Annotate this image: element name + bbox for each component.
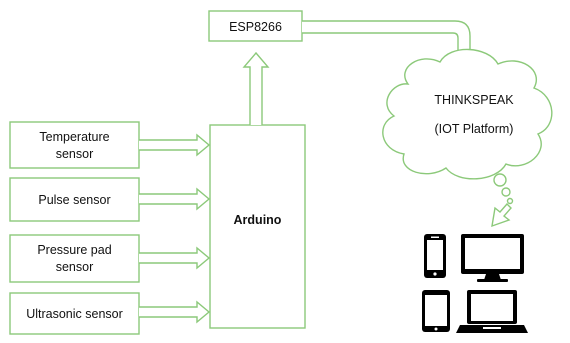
esp8266-node: ESP8266 [208,10,303,42]
sensor-label-line2: sensor [56,260,94,274]
arrow-arduino-to-esp8266 [242,51,270,125]
cloud-bubble-small [506,197,514,205]
arduino-node: Arduino [209,124,306,329]
arrow-pulse-to-arduino [139,187,211,211]
arduino-label: Arduino [234,213,282,227]
smartphone-icon [424,234,446,278]
cloud-title: THINKSPEAK [434,93,514,107]
arrow-cloud-to-devices [491,202,512,228]
arrow-temperature-to-arduino [139,133,211,157]
sensor-pulse: Pulse sensor [9,177,140,222]
laptop-icon [456,290,528,333]
sensor-label-line1: Pressure pad [37,243,111,257]
cloud-bubble-large [493,173,507,187]
sensor-label-line1: Ultrasonic sensor [26,307,123,321]
cloud-bubble-medium [501,187,511,197]
sensor-ultrasonic: Ultrasonic sensor [9,292,140,335]
sensor-box [9,121,140,169]
sensor-pressure-pad: Pressure pad sensor [9,234,140,283]
esp8266-label: ESP8266 [229,20,282,34]
sensor-label-line1: Pulse sensor [38,193,110,207]
desktop-monitor-icon [461,234,524,282]
sensor-label-line2: sensor [56,147,94,161]
arrow-ultrasonic-to-arduino [139,300,211,324]
sensor-label-line1: Temperature [39,130,109,144]
cloud-shape [382,48,553,180]
sensor-temperature: Temperature sensor [9,121,140,169]
cloud-subtitle: (IOT Platform) [435,122,514,136]
tablet-icon [422,290,450,332]
thinkspeak-cloud: THINKSPEAK (IOT Platform) [382,48,553,205]
arrow-pressure-to-arduino [139,246,211,270]
